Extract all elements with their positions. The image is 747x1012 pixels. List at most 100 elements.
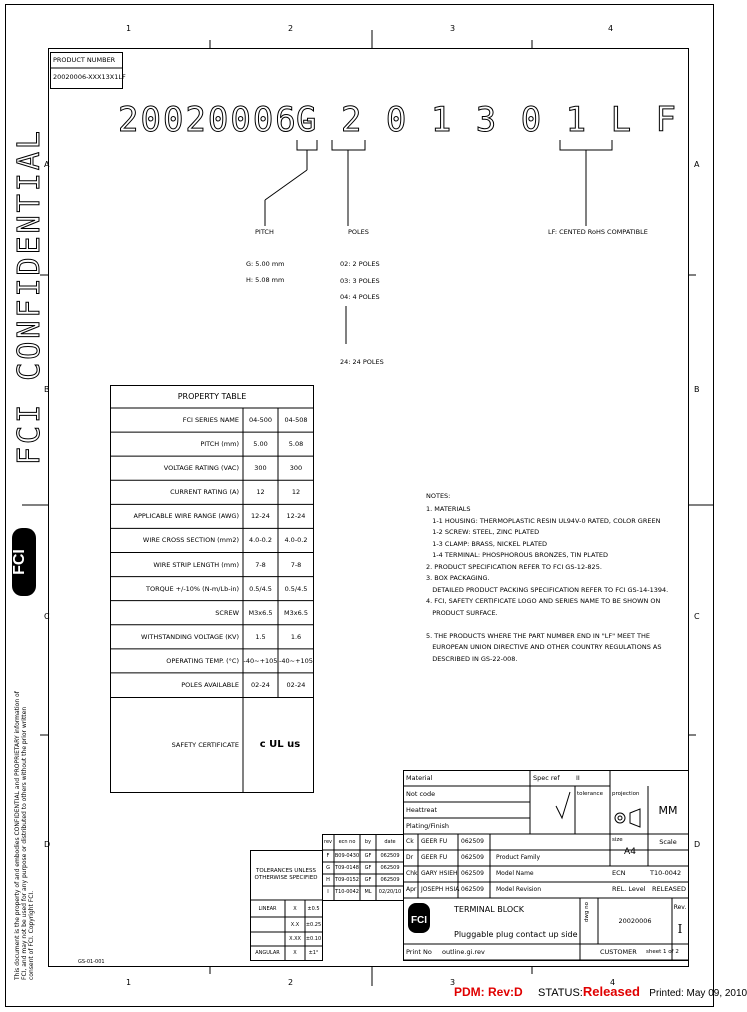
- revision-cell-rev: H: [326, 877, 330, 883]
- tolerance-cell-c: ±0.25: [305, 921, 322, 928]
- zone-left-c: C: [44, 612, 50, 621]
- print-no-label: Print No: [406, 948, 432, 956]
- pole-option-02: 02: 2 POLES: [340, 260, 380, 268]
- zone-top-3: 3: [450, 24, 456, 33]
- people-field: [493, 834, 610, 850]
- rev-value: I: [677, 922, 683, 936]
- fci-title-logo-icon: FCI: [406, 901, 436, 941]
- rev-label: Rev.: [673, 904, 687, 911]
- projection-symbol-icon: [614, 808, 641, 828]
- note-line: 1. MATERIALS: [426, 505, 471, 513]
- ecn-label: ECN: [612, 869, 626, 877]
- property-row-label: PITCH (mm): [200, 440, 239, 449]
- property-row-value-2: 300: [289, 464, 303, 473]
- spec-ref-value: II: [576, 774, 580, 782]
- note-line: EUROPEAN UNION DIRECTIVE AND OTHER COUNT…: [426, 643, 662, 651]
- part-number-prefix: 20020006-: [117, 100, 321, 141]
- dwg-no-label: dwg no: [584, 902, 590, 923]
- revision-cell-by: GF: [364, 853, 372, 859]
- note-line: 3. BOX PACKAGING.: [426, 574, 490, 582]
- drawing-title-line2: Pluggable plug contact up side: [454, 930, 578, 939]
- revision-cell-ecn: T09-0148: [335, 865, 359, 871]
- zone-top-4: 4: [608, 24, 614, 33]
- safety-certificate-label: SAFETY CERTIFICATE: [171, 741, 239, 749]
- pitch-option-h: H: 5.08 mm: [246, 276, 285, 284]
- zone-left-a: A: [44, 160, 50, 169]
- people-name: GEER FU: [421, 838, 448, 845]
- not-code-label: Not code: [406, 790, 436, 798]
- tolerance-cell-b: X: [293, 950, 297, 956]
- revision-cell-rev: G: [326, 865, 330, 871]
- note-line: 2. PRODUCT SPECIFICATION REFER TO FCI GS…: [426, 562, 602, 571]
- drawing-title-line1: TERMINAL BLOCK: [454, 905, 525, 914]
- pole-option-04: 04: 4 POLES: [340, 293, 380, 301]
- people-field: Product Family: [496, 854, 540, 861]
- disclaimer-text: This document is the property of and emb…: [14, 691, 35, 980]
- pitch-callout: PITCH: [255, 228, 274, 236]
- notes-title: NOTES:: [426, 492, 451, 500]
- product-number-label: PRODUCT NUMBER: [53, 56, 116, 64]
- tolerance-cell-c: ±1°: [308, 950, 319, 956]
- revision-header: by: [364, 839, 372, 845]
- zone-left-b: B: [44, 385, 50, 394]
- tolerance-cell-a: [250, 932, 285, 946]
- people-date: 062509: [461, 854, 484, 861]
- people-date: 062509: [461, 838, 484, 845]
- ecn-value: T10-0042: [650, 869, 682, 877]
- property-row-label: WITHSTANDING VOLTAGE (KV): [141, 632, 239, 641]
- note-line: 1-4 TERMINAL: PHOSPHOROUS BRONZES, TIN P…: [426, 551, 609, 559]
- revision-header: rev: [324, 839, 332, 845]
- property-row-value-1: 4.0-0.2: [248, 536, 273, 545]
- zone-bottom-2: 2: [288, 978, 294, 987]
- note-line: [426, 620, 668, 632]
- property-row-value-2: 4.0-0.2: [284, 536, 308, 545]
- revision-cell-ecn: T09-0152: [335, 877, 359, 883]
- revision-header: date: [384, 839, 396, 845]
- property-row-value-2: 0.5/4.5: [284, 584, 308, 593]
- people-name: GARY HSIEH: [421, 870, 458, 877]
- svg-text:FCI: FCI: [11, 549, 28, 575]
- note-line: 4. FCI, SAFETY CERTIFICATE LOGO AND SERI…: [426, 597, 661, 605]
- size-value: A4: [624, 847, 636, 857]
- property-row-label: POLES AVAILABLE: [181, 680, 239, 689]
- property-row-label: WIRE CROSS SECTION (mm2): [142, 536, 239, 545]
- property-row-value-1: 12: [256, 488, 265, 497]
- projection-label: projection: [612, 791, 640, 797]
- zone-right-d: D: [694, 840, 701, 849]
- tolerance-label: tolerance: [577, 791, 603, 797]
- tolerance-cell-b: X.X: [290, 921, 300, 928]
- rel-level-value: RELEASED: [652, 885, 687, 893]
- property-row-value-2: -40~+105: [279, 656, 313, 665]
- revision-header: ecn no: [338, 839, 356, 845]
- revision-cell-ecn: B09-0430: [334, 853, 360, 859]
- pdm-rev: PDM: Rev:D: [454, 985, 523, 999]
- zone-top-1: 1: [126, 24, 132, 33]
- people-date: 062509: [461, 886, 484, 893]
- tolerance-cell-a: ANGULAR: [255, 950, 280, 956]
- rel-level-label: REL. Level: [612, 885, 646, 893]
- drawing-frame: [5, 4, 714, 1007]
- dwg-no-value: 20020006: [618, 917, 652, 925]
- property-row-value-2: 1.6: [290, 632, 302, 641]
- property-row-value-2: M3x6.5: [284, 608, 308, 617]
- zone-right-c: C: [694, 612, 700, 621]
- status-label: STATUS:: [538, 987, 583, 999]
- revision-cell-by: GF: [364, 865, 372, 871]
- property-row-value-2: 04-508: [284, 416, 308, 425]
- people-role: Apr: [406, 886, 417, 893]
- tolerance-cell-b: X: [293, 905, 297, 912]
- property-row-label: SCREW: [215, 608, 239, 617]
- tolerance-cell-c: ±0.5: [307, 905, 320, 912]
- footer-status-line: PDM: Rev:D STATUS:Released Printed: May …: [454, 984, 747, 999]
- revision-cell-date: 062509: [380, 877, 400, 883]
- notes-list: 1. MATERIALS 1-1 HOUSING: THERMOPLASTIC …: [426, 505, 668, 666]
- plating-label: Plating/Finish: [406, 822, 450, 830]
- property-row-label: OPERATING TEMP. (°C): [166, 656, 239, 665]
- small-code: GS-01-001: [78, 959, 105, 965]
- note-line: 1-1 HOUSING: THERMOPLASTIC RESIN UL94V-0…: [426, 516, 661, 525]
- zone-right-b: B: [694, 385, 700, 394]
- revision-cell-by: ML: [364, 889, 372, 895]
